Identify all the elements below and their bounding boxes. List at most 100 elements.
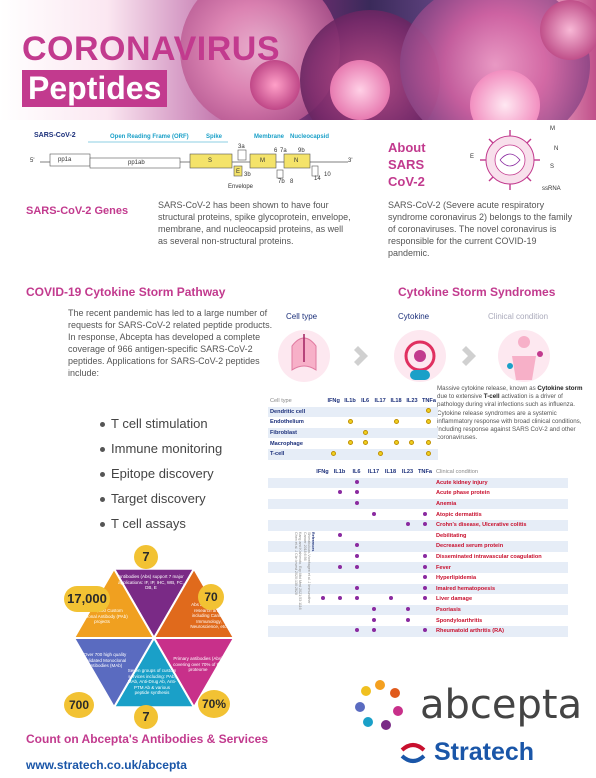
list-item-label: Target discovery — [111, 491, 206, 506]
pp1ab-label: pp1ab — [128, 160, 145, 166]
dot-cell — [358, 449, 372, 460]
dot-cell — [325, 428, 342, 439]
membrane-label: Membrane — [254, 134, 285, 140]
virus-ssrna-label: ssRNA — [542, 186, 561, 192]
table-row: Endothelium — [268, 417, 438, 428]
spike-label: Spike — [206, 134, 223, 140]
storm-desc-part: activation is a driver of pathology duri… — [437, 393, 582, 442]
purple-dot-icon — [337, 532, 342, 537]
clinical-table: IFNg IL1b IL6 IL17 IL18 IL23 TNFa Clinic… — [268, 467, 568, 637]
dot-cell — [325, 407, 342, 418]
table-row: Crohn's disease, Ulcerative colitis — [268, 519, 568, 531]
dot-cell — [365, 488, 382, 499]
dot-cell — [399, 594, 416, 605]
orf3b-label: 3b — [244, 172, 251, 178]
purple-dot-icon — [371, 628, 376, 633]
clinical-condition-name: Decreased serum protein — [435, 543, 504, 550]
dot-cell — [331, 584, 348, 595]
badge-top: 7 — [134, 545, 158, 569]
dot-cell — [399, 509, 416, 520]
clinical-condition-name: Liver damage — [435, 596, 473, 603]
number-top: 7 — [142, 549, 150, 564]
purple-dot-icon — [354, 554, 359, 559]
badge-bottom: 7 — [134, 705, 158, 729]
blank-cell — [268, 626, 314, 637]
col-header: IL1b — [344, 398, 356, 405]
dot-cell — [382, 584, 399, 595]
list-item: T cell assays — [100, 516, 222, 541]
dot-cell — [331, 531, 348, 542]
col-header: IL6 — [352, 469, 361, 476]
stratech-logo-icon — [400, 740, 426, 766]
yellow-dot-icon — [393, 440, 399, 446]
dot-cell — [331, 552, 348, 563]
dot-cell — [325, 449, 342, 460]
about-heading-line-1: About — [388, 140, 426, 155]
bullet-icon — [100, 472, 105, 478]
dot-cell — [331, 541, 348, 552]
dot-cell — [388, 438, 404, 449]
title-line-2: Peptides — [22, 70, 168, 107]
purple-dot-icon — [337, 564, 342, 569]
clinical-condition-name: Acute phase protein — [435, 490, 490, 497]
orf10-label: 10 — [324, 172, 331, 178]
dot-cell — [399, 488, 416, 499]
number-rightlow: 70% — [201, 697, 227, 711]
yellow-dot-icon — [362, 429, 368, 435]
orf7b-label: 7b — [278, 179, 285, 185]
table-header-row: Cell type IFNg IL1b IL6 IL17 IL18 IL23 T… — [268, 396, 438, 407]
dot-cell — [342, 407, 358, 418]
dot-cell — [348, 520, 365, 531]
dot-cell — [416, 615, 434, 626]
dot-cell — [420, 438, 438, 449]
dot-cell — [348, 531, 365, 542]
yellow-dot-icon — [347, 440, 353, 446]
blank-cell — [268, 509, 314, 520]
pathway-text: The recent pandemic has led to a large n… — [68, 308, 273, 378]
dot-cell — [416, 531, 434, 542]
table-row: Imaired hematopoesis — [268, 583, 568, 595]
purple-dot-icon — [388, 596, 393, 601]
dot-cell — [331, 499, 348, 510]
stratech-logo-text: Stratech — [434, 738, 535, 766]
pathway-heading: COVID-19 Cytokine Storm Pathway — [26, 285, 226, 299]
dot-cell — [382, 509, 399, 520]
dot-cell — [399, 562, 416, 573]
cell-type-name: Fibroblast — [270, 430, 298, 437]
dot-cell — [365, 478, 382, 489]
purple-dot-icon — [405, 522, 410, 527]
dot-cell — [325, 438, 342, 449]
reference-line: Kang and Kishimoto. Exp Mol Med 2021;53:… — [298, 532, 303, 610]
dot-cell — [420, 428, 438, 439]
dot-cell — [372, 417, 388, 428]
s-gene: S — [208, 158, 213, 164]
clinical-condition-name: Hyperlipidemia — [435, 575, 477, 582]
purple-dot-icon — [422, 564, 427, 569]
table-row: Acute kidney injury — [268, 477, 568, 489]
yellow-dot-icon — [362, 440, 368, 446]
dot-cell — [382, 478, 399, 489]
stratech-url-link[interactable]: www.stratech.co.uk/abcepta — [26, 758, 187, 772]
col-header: TNFa — [421, 398, 436, 405]
col-header: IL17 — [367, 469, 380, 476]
genes-text: SARS-CoV-2 has been shown to have four s… — [158, 200, 351, 246]
dot-cell — [399, 552, 416, 563]
dot-cell — [365, 541, 382, 552]
badge-right: 70 — [198, 584, 224, 610]
hero-banner — [0, 0, 596, 120]
list-item-label: T cell stimulation — [111, 416, 208, 431]
clinical-condition-name: Anemia — [435, 501, 457, 508]
dot-cell — [365, 584, 382, 595]
table-row: T-cell — [268, 448, 438, 460]
dot-cell — [342, 449, 358, 460]
dot-cell — [358, 428, 372, 439]
dot-cell — [399, 615, 416, 626]
dot-cell — [416, 562, 434, 573]
applications-list: T cell stimulation Immune monitoring Epi… — [100, 416, 222, 541]
col-header: IL18 — [384, 469, 397, 476]
number-right: 70 — [204, 590, 218, 604]
virus-s-label: S — [550, 164, 555, 170]
five-prime: 5' — [30, 158, 35, 164]
badge-rightlow: 70% — [198, 690, 230, 718]
dot-cell — [348, 584, 365, 595]
